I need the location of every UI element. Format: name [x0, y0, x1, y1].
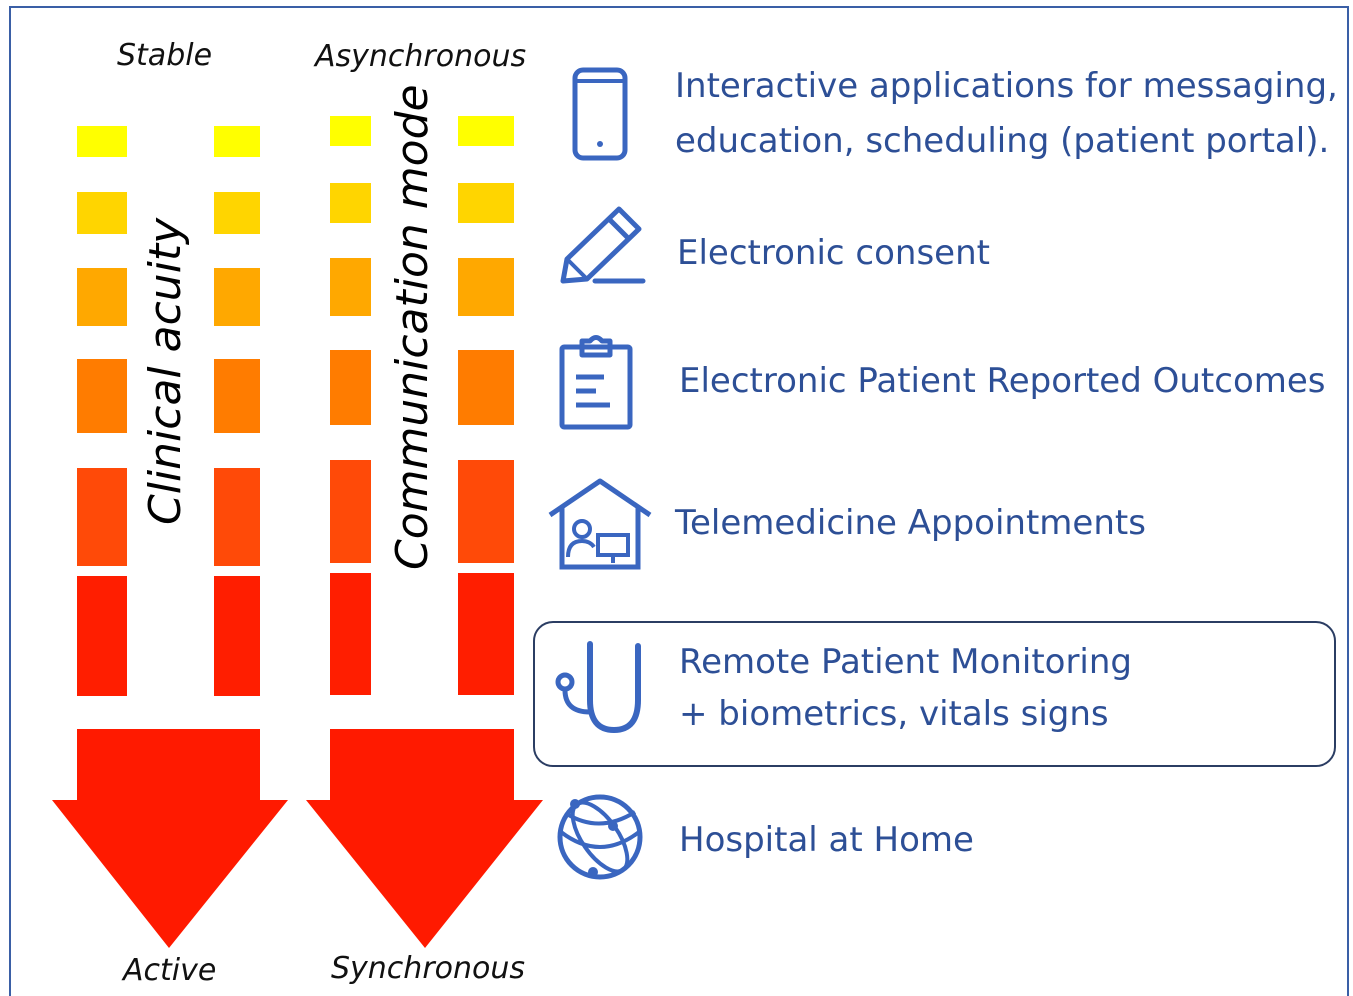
- communication-left-block-3: [330, 258, 371, 316]
- acuity-right-block-2: [214, 192, 260, 234]
- stethoscope-icon: [552, 640, 644, 736]
- clinical-acuity-title: Clinical acuity: [140, 217, 191, 525]
- highlighted-item-box: [533, 621, 1336, 767]
- communication-left-block-5: [330, 460, 371, 563]
- smartphone-icon: [572, 67, 628, 161]
- acuity-bottom-label: Active: [123, 953, 217, 988]
- acuity-arrowhead: [52, 729, 288, 948]
- communication-right-block-2: [458, 183, 514, 223]
- item-electronic-consent: Electronic consent: [677, 233, 990, 273]
- item-patient-portal-line1: Interactive applications for messaging,: [675, 66, 1338, 106]
- communication-left-block-2: [330, 183, 371, 223]
- acuity-left-block-1: [77, 126, 127, 157]
- diagram-frame: [9, 6, 1349, 996]
- globe-network-icon: [553, 792, 647, 882]
- acuity-top-label: Stable: [117, 38, 213, 73]
- acuity-right-block-3: [214, 268, 260, 326]
- communication-arrowhead: [306, 729, 543, 948]
- item-telemedicine: Telemedicine Appointments: [675, 503, 1146, 543]
- acuity-left-block-4: [77, 359, 127, 433]
- acuity-left-block-2: [77, 192, 127, 234]
- acuity-left-block-3: [77, 268, 127, 326]
- communication-right-block-4: [458, 350, 514, 425]
- acuity-right-block-6: [214, 576, 260, 696]
- communication-mode-title: Communication mode: [387, 84, 438, 570]
- item-remote-monitoring-line2: + biometrics, vitals signs: [679, 694, 1109, 734]
- pen-icon: [557, 203, 647, 287]
- item-remote-monitoring-line1: Remote Patient Monitoring: [679, 642, 1133, 682]
- communication-left-block-1: [330, 116, 371, 146]
- item-hospital-at-home: Hospital at Home: [679, 820, 974, 860]
- acuity-right-block-5: [214, 468, 260, 566]
- communication-left-block-6: [330, 573, 371, 695]
- communication-right-block-5: [458, 460, 514, 563]
- communication-right-block-1: [458, 116, 514, 146]
- item-patient-portal-line2: education, scheduling (patient portal).: [675, 121, 1330, 161]
- acuity-left-block-6: [77, 576, 127, 696]
- acuity-right-block-4: [214, 359, 260, 433]
- communication-right-block-6: [458, 573, 514, 695]
- item-epro: Electronic Patient Reported Outcomes: [679, 361, 1326, 401]
- clipboard-icon: [558, 335, 634, 431]
- communication-top-label: Asynchronous: [315, 39, 527, 74]
- acuity-right-block-1: [214, 126, 260, 157]
- communication-bottom-label: Synchronous: [331, 951, 526, 986]
- communication-left-block-4: [330, 350, 371, 425]
- home-telemedicine-icon: [546, 477, 654, 571]
- acuity-left-block-5: [77, 468, 127, 566]
- communication-right-block-3: [458, 258, 514, 316]
